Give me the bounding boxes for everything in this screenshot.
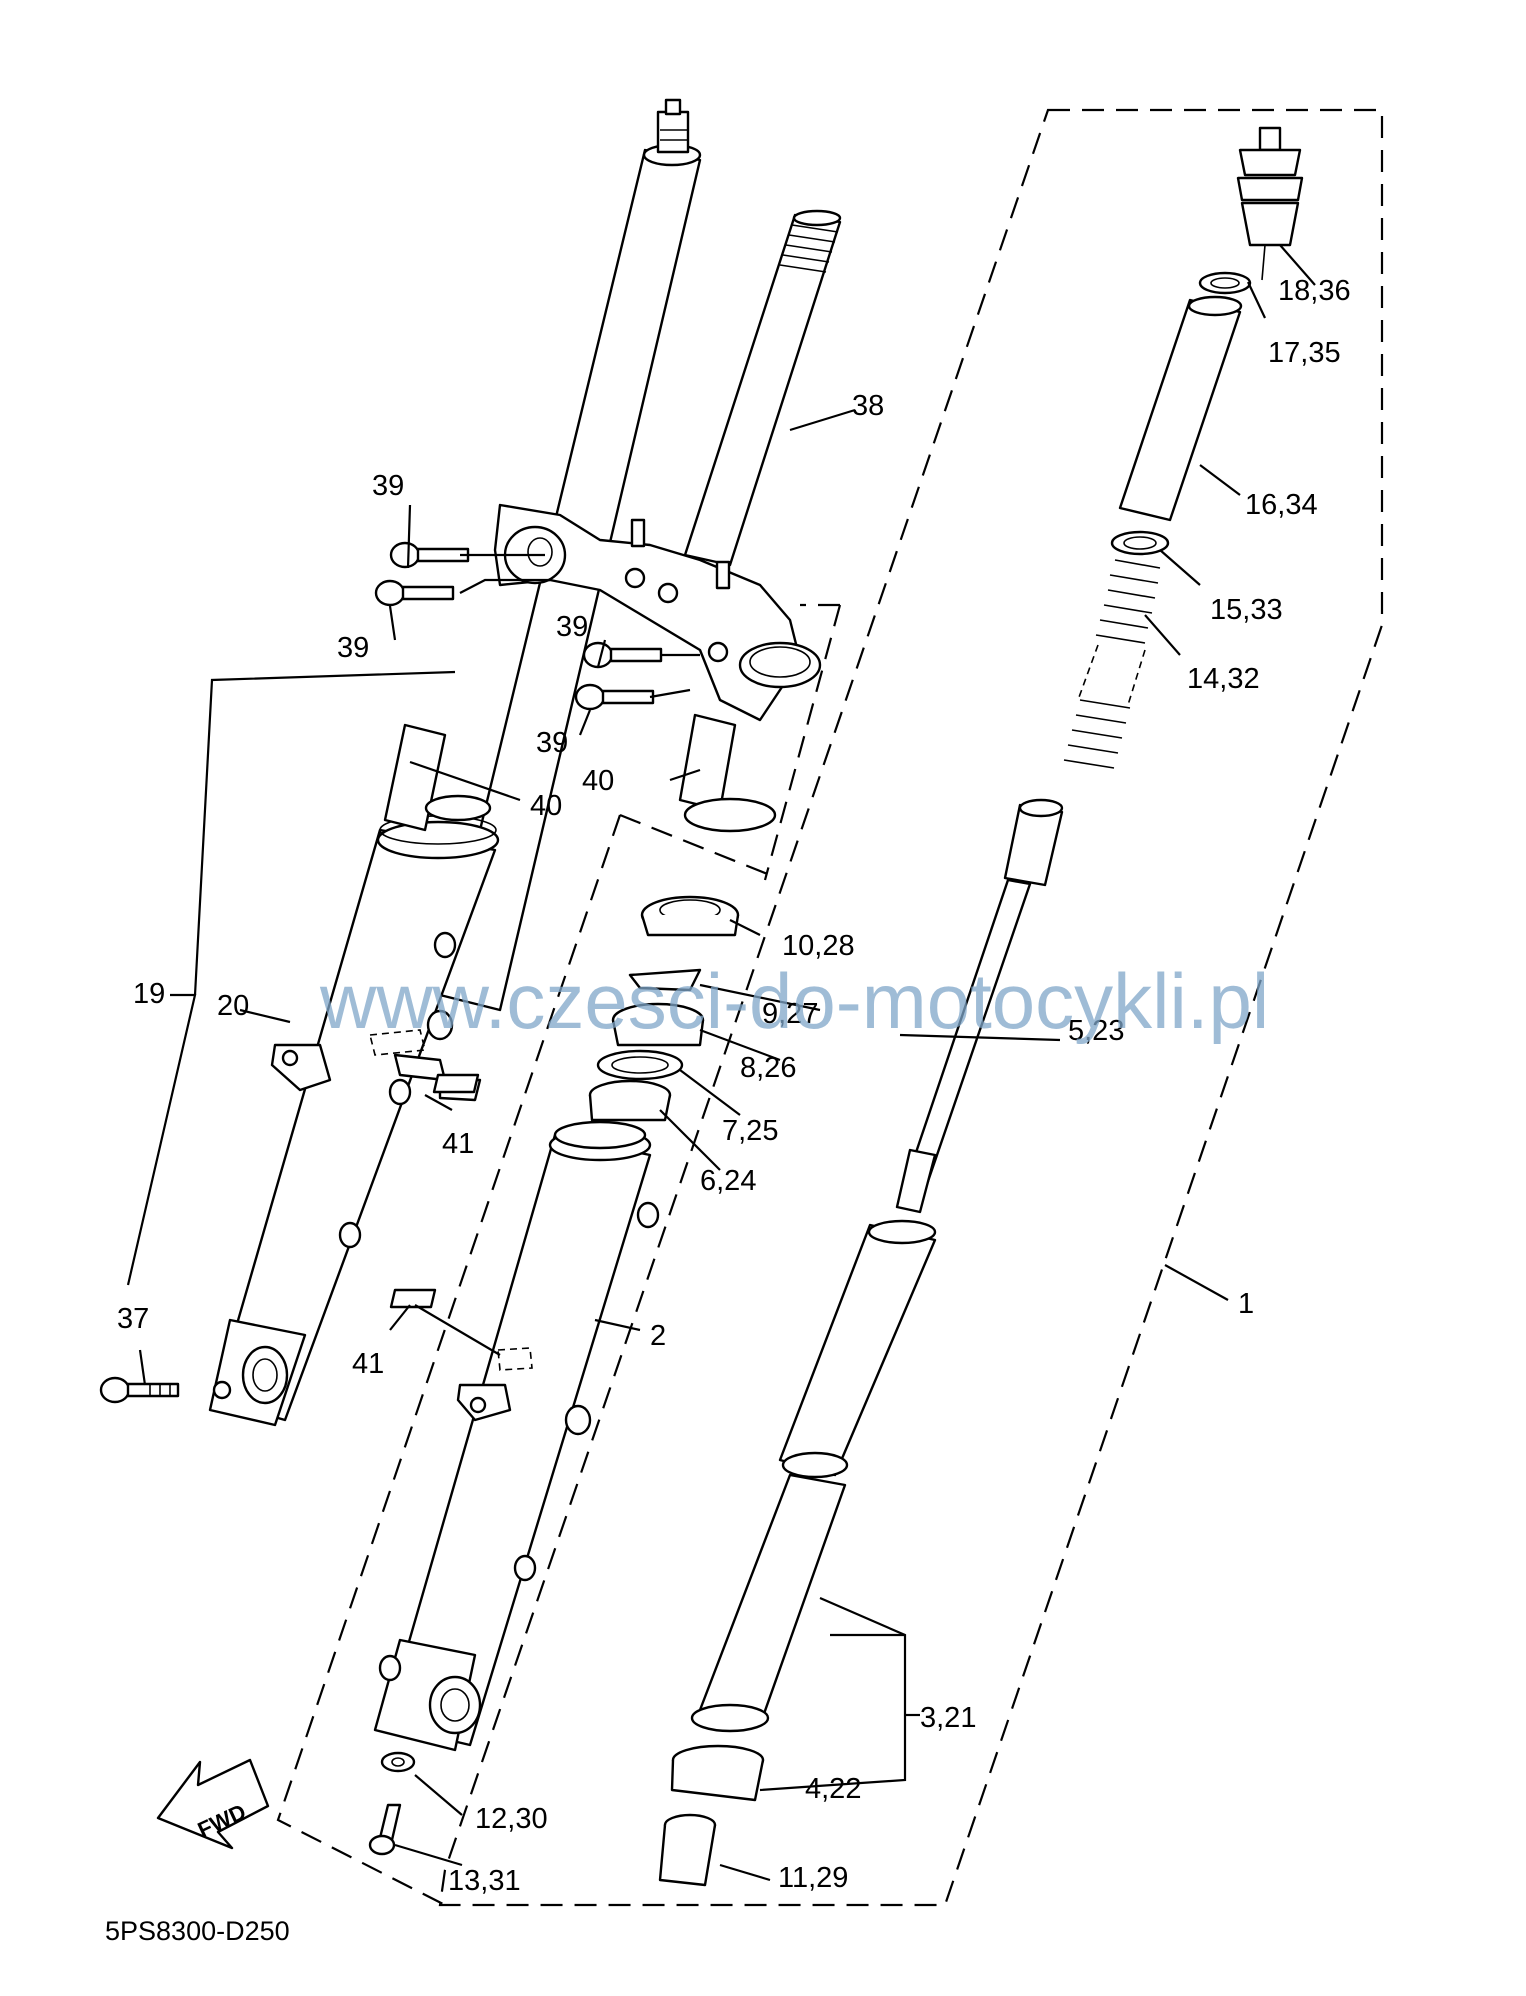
label-5-23: 5,23 [1068, 1015, 1124, 1047]
fwd-arrow-icon: FWD [156, 1758, 270, 1850]
triple-clamp-boundary [763, 603, 842, 881]
label-37: 37 [117, 1303, 149, 1335]
label-6-24: 6,24 [700, 1165, 756, 1197]
bolt-37 [99, 1376, 232, 1404]
label-41-b: 41 [352, 1348, 384, 1380]
label-15-33: 15,33 [1210, 594, 1283, 626]
guide-41-b [389, 1288, 437, 1309]
label-7-25: 7,25 [722, 1115, 778, 1147]
washer-15 [1110, 530, 1170, 556]
seal-10 [640, 895, 740, 937]
watermark: www.czesci-do-motocykli.pl [319, 957, 1269, 1045]
seal-8 [611, 1002, 705, 1047]
label-1: 1 [1238, 1288, 1254, 1320]
label-39-a: 39 [372, 470, 404, 502]
cable-holder-20 [270, 1043, 332, 1092]
drawing-code: 5PS8300-D250 [105, 1916, 290, 1946]
clip-9 [628, 968, 702, 992]
label-39-b: 39 [337, 632, 369, 664]
bolt-13 [368, 1803, 402, 1856]
spacer-16 [1118, 295, 1243, 522]
label-12-30: 12,30 [475, 1803, 548, 1835]
label-39-d: 39 [536, 727, 568, 759]
left-upper-guard-40 [383, 723, 492, 832]
bushing-4 [670, 1744, 765, 1802]
assembly-1-boundary [438, 108, 1384, 1907]
label-17-35: 17,35 [1268, 337, 1341, 369]
damper-rod-5 [895, 798, 1064, 1214]
right-upper-guard-40 [678, 713, 777, 833]
washer-7 [596, 1049, 684, 1081]
label-19: 19 [133, 978, 165, 1010]
label-14-32: 14,32 [1187, 663, 1260, 695]
label-4-22: 4,22 [805, 1773, 861, 1805]
label-41-a: 41 [442, 1128, 474, 1160]
cap-bolt-18 [1236, 126, 1304, 281]
clamp-bolts-39 [374, 541, 663, 711]
spring-14 [1063, 559, 1161, 769]
callout-labels: 18,36 17,35 16,34 15,33 14,32 38 39 39 3… [117, 275, 1351, 1897]
label-39-c: 39 [556, 611, 588, 643]
label-20: 20 [217, 990, 249, 1022]
right-hose-holder [456, 1347, 533, 1422]
spacer-11 [658, 1813, 717, 1887]
bushing-6 [588, 1079, 672, 1122]
assembly-2-boundary [276, 813, 771, 1906]
guide-41-a [432, 1073, 480, 1094]
washer-12 [380, 1751, 416, 1773]
label-9-27: 9,27 [762, 998, 818, 1030]
label-10-28: 10,28 [782, 930, 855, 962]
leader-lines [126, 244, 1316, 1882]
label-3-21: 3,21 [920, 1702, 976, 1734]
label-13-31: 13,31 [448, 1865, 521, 1897]
fork-inner-tube-3 [690, 1219, 937, 1733]
label-38: 38 [852, 390, 884, 422]
left-fork-outer-tube [208, 815, 500, 1427]
right-fork-outer-tube [373, 1120, 660, 1752]
label-8-26: 8,26 [740, 1052, 796, 1084]
label-2: 2 [650, 1320, 666, 1352]
steering-stem-38 [683, 209, 842, 567]
label-11-29: 11,29 [778, 1862, 848, 1894]
label-40-b: 40 [530, 790, 562, 822]
washer-17 [1198, 271, 1252, 295]
label-18-36: 18,36 [1278, 275, 1351, 307]
label-16-34: 16,34 [1245, 489, 1318, 521]
label-40-a: 40 [582, 765, 614, 797]
